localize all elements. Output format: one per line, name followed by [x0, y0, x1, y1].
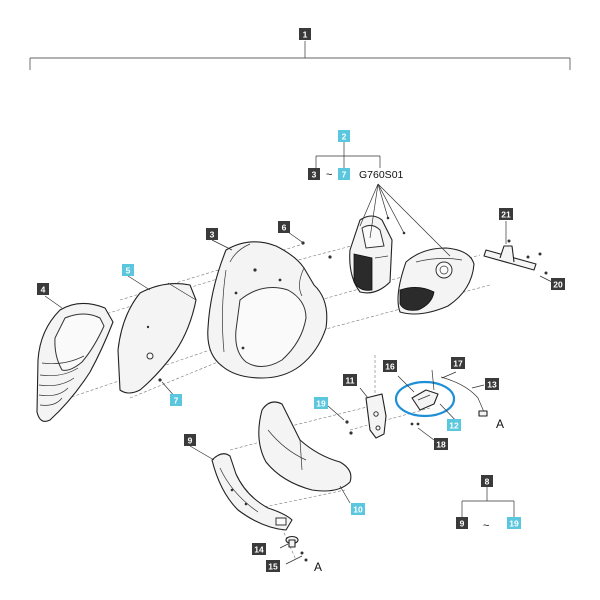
svg-text:15: 15 [268, 562, 278, 572]
callout-17[interactable]: 17 [451, 357, 465, 369]
callout-10[interactable]: 10 [351, 503, 365, 515]
callout-5[interactable]: 5 [122, 264, 134, 276]
svg-text:12: 12 [449, 421, 459, 431]
callout-18[interactable]: 18 [434, 438, 448, 450]
callout-15[interactable]: 15 [266, 560, 280, 572]
part-6-screws [253, 231, 332, 272]
callout-9-group[interactable]: 9 [456, 517, 468, 529]
part-4-front-grille [36, 302, 114, 422]
svg-text:14: 14 [254, 545, 264, 555]
svg-text:6: 6 [282, 223, 287, 233]
model-code-label: G760S01 [359, 169, 404, 181]
callout-13[interactable]: 13 [485, 378, 499, 390]
svg-text:20: 20 [553, 280, 563, 290]
tilde-range-bottom: ~ [483, 520, 489, 532]
svg-text:13: 13 [487, 380, 497, 390]
callout-8[interactable]: 8 [481, 475, 493, 487]
callout-9[interactable]: 9 [184, 434, 196, 446]
connector-a-top: A [496, 417, 504, 431]
part-3-front-cowl [207, 241, 328, 379]
part-14-15-fasteners [279, 535, 308, 565]
tilde-range-top: ~ [326, 169, 332, 181]
svg-text:7: 7 [174, 396, 179, 406]
svg-text:11: 11 [346, 376, 355, 386]
callout-2[interactable]: 2 [338, 130, 350, 142]
callout-3-group[interactable]: 3 [308, 168, 320, 180]
svg-text:8: 8 [485, 477, 490, 487]
part-11-bracket-plate [345, 387, 387, 439]
svg-text:3: 3 [312, 170, 317, 180]
svg-text:19: 19 [316, 399, 326, 409]
svg-text:21: 21 [501, 210, 511, 220]
connector-a-bottom: A [314, 560, 322, 574]
group-bracket-2 [315, 142, 381, 168]
callout-20[interactable]: 20 [551, 278, 565, 290]
callout-21[interactable]: 21 [499, 208, 513, 220]
assembly-bracket [29, 41, 571, 70]
callout-4[interactable]: 4 [37, 283, 49, 295]
callout-14[interactable]: 14 [252, 543, 266, 555]
callout-6[interactable]: 6 [278, 221, 290, 233]
callout-7[interactable]: 7 [170, 394, 182, 406]
svg-text:5: 5 [126, 266, 131, 276]
callout-19[interactable]: 19 [314, 397, 328, 409]
svg-text:9: 9 [188, 436, 193, 446]
svg-text:19: 19 [509, 519, 519, 529]
part-10-lower-cover [258, 401, 352, 492]
callout-19-group[interactable]: 19 [507, 517, 521, 529]
callout-12[interactable]: 12 [447, 419, 461, 431]
part-5-inner-panel [117, 282, 197, 394]
svg-text:3: 3 [210, 230, 215, 240]
part-13-wire-harness [440, 376, 488, 417]
callout-1[interactable]: 1 [299, 28, 311, 40]
svg-text:10: 10 [353, 505, 363, 515]
callout-16[interactable]: 16 [383, 360, 397, 372]
svg-text:18: 18 [436, 440, 446, 450]
model-leaders [359, 183, 451, 257]
svg-text:2: 2 [342, 132, 347, 142]
part-9-trim-strip [211, 453, 293, 531]
callout-11[interactable]: 11 [343, 374, 357, 386]
part-12-highlighted-module [394, 369, 456, 441]
svg-text:9: 9 [460, 519, 465, 529]
headlight-right [397, 247, 475, 315]
svg-text:17: 17 [453, 359, 463, 369]
headlight-left [349, 215, 393, 294]
svg-text:16: 16 [385, 362, 395, 372]
part-20-21-bracket-bar [483, 221, 553, 283]
svg-text:7: 7 [342, 170, 347, 180]
group-bracket-8 [461, 487, 515, 517]
svg-text:1: 1 [303, 30, 308, 40]
callout-3[interactable]: 3 [206, 228, 218, 240]
svg-text:4: 4 [41, 285, 46, 295]
callout-7-group[interactable]: 7 [338, 168, 350, 180]
